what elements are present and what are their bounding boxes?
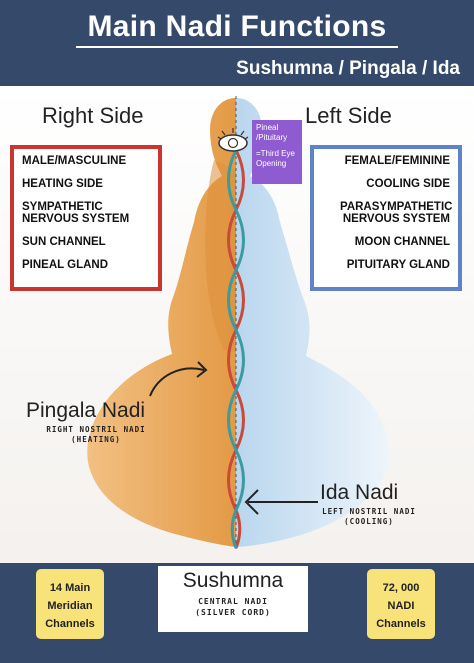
left-side-label: Left Side: [305, 103, 392, 128]
meridian-line1: 14 Main: [49, 582, 91, 594]
page-subtitle: Sushumna / Pingala / Ida: [236, 58, 460, 79]
sushumna-sub2: (SILVER CORD): [195, 608, 271, 617]
pingala-nadi-label: Pingala Nadi: [26, 399, 146, 422]
nadi-count-line3: Channels: [376, 618, 426, 630]
pingala-nadi-sub: RIGHT NOSTRIL NADI (HEATING): [30, 425, 162, 445]
nadi-count-line2: NADI: [387, 600, 415, 612]
sushumna-box: Sushumna CENTRAL NADI (SILVER CORD): [158, 566, 308, 632]
third-eye-note-line1: Pineal /Pituitary: [256, 123, 288, 142]
nadi-count-line1: 72, 000: [382, 582, 420, 594]
right-body-half: [87, 98, 237, 547]
ida-sub-line1: LEFT NOSTRIL NADI: [322, 507, 416, 516]
third-eye-note-line2: =Third Eye Opening: [256, 149, 295, 168]
left-item-parasympathetic: PARASYMPATHETIC NERVOUS SYSTEM: [340, 201, 453, 225]
nadi-channels-box: 72, 000 NADI Channels: [367, 569, 435, 639]
right-item-masculine: MALE/MASCULINE: [22, 155, 127, 167]
left-side-box: FEMALE/FEMININE COOLING SIDE PARASYMPATH…: [310, 145, 462, 291]
sushumna-title: Sushumna: [182, 569, 284, 592]
right-item-sympathetic: SYMPATHETIC NERVOUS SYSTEM: [22, 201, 130, 225]
right-item-pineal: PINEAL GLAND: [22, 259, 109, 271]
left-body-half: [236, 98, 389, 547]
meridian-channels-box: 14 Main Meridian Channels: [36, 569, 104, 639]
pingala-arrow-icon: [149, 367, 205, 397]
left-item-pituitary: PITUITARY GLAND: [346, 259, 450, 271]
ida-nadi-label: Ida Nadi: [320, 481, 399, 504]
title-underline: [76, 46, 398, 48]
meridian-line2: Meridian: [47, 600, 93, 612]
left-item-moon-channel: MOON CHANNEL: [354, 236, 450, 248]
ida-channel: [227, 149, 245, 549]
left-item-feminine: FEMALE/FEMININE: [344, 155, 450, 167]
pingala-sub-line2: (HEATING): [71, 435, 121, 444]
right-side-label: Right Side: [42, 103, 144, 128]
ida-nadi-sub: LEFT NOSTRIL NADI (COOLING): [304, 507, 434, 527]
left-item-cooling: COOLING SIDE: [366, 178, 450, 190]
right-item-heating: HEATING SIDE: [22, 178, 103, 190]
pingala-sub-line1: RIGHT NOSTRIL NADI: [46, 425, 146, 434]
meridian-line3: Channels: [45, 618, 95, 630]
right-item-sun-channel: SUN CHANNEL: [22, 236, 106, 248]
third-eye-icon: [218, 134, 248, 152]
page-title: Main Nadi Functions: [87, 10, 387, 43]
pingala-channel: [227, 149, 245, 549]
right-side-box: MALE/MASCULINE HEATING SIDE SYMPATHETIC …: [10, 145, 162, 291]
third-eye-pupil: [227, 137, 239, 149]
third-eye-note: Pineal /Pituitary =Third Eye Opening: [252, 120, 302, 184]
sushumna-sub1: CENTRAL NADI: [198, 597, 268, 606]
ida-sub-line2: (COOLING): [344, 517, 394, 526]
header-bar: [0, 0, 474, 86]
